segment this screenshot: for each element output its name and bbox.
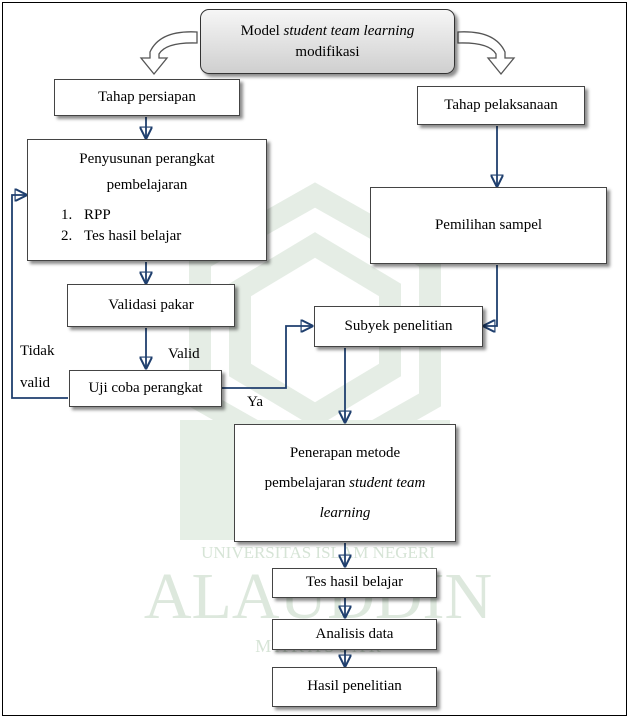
node-analisis-data-label: Analisis data <box>315 625 394 642</box>
node-tahap-persiapan-label: Tahap persiapan <box>98 88 196 105</box>
arrow-ya <box>222 326 312 389</box>
node-penerapan-line2-italic: student team <box>349 475 426 491</box>
node-model-text: Model <box>240 22 284 39</box>
node-model: Model student team learning modifikasi <box>200 9 455 74</box>
node-model-line2: modifikasi <box>295 43 360 60</box>
node-penyusunan-title1: Penyusunan perangkat <box>79 151 215 167</box>
node-penerapan-line1: Penerapan metode <box>289 445 401 461</box>
node-subyek-penelitian: Subyek penelitian <box>314 306 483 347</box>
node-penyusunan-list: RPP Tes hasil belajar <box>28 205 266 249</box>
node-subyek-penelitian-label: Subyek penelitian <box>344 317 453 334</box>
edge-label-valid: Valid <box>168 346 200 362</box>
arrow-pemilihan-subyek <box>484 265 498 326</box>
node-pemilihan-sampel: Pemilihan sampel <box>370 187 607 264</box>
node-tes-hasil-belajar-label: Tes hasil belajar <box>305 574 404 591</box>
list-item: RPP <box>76 205 266 227</box>
node-model-italic: student team learning <box>283 22 415 39</box>
node-validasi-pakar-label: Validasi pakar <box>108 296 194 313</box>
node-hasil-penelitian-label: Hasil penelitian <box>307 678 402 695</box>
curved-arrow-left-icon <box>139 31 198 76</box>
node-penerapan-line3: learning <box>319 505 371 521</box>
node-pemilihan-sampel-label: Pemilihan sampel <box>434 216 543 233</box>
node-hasil-penelitian: Hasil penelitian <box>272 667 437 707</box>
node-penerapan: Penerapan metode pembelajaran student te… <box>234 424 456 542</box>
node-uji-coba: Uji coba perangkat <box>69 370 222 407</box>
curved-arrow-right-icon <box>457 31 516 76</box>
node-tahap-pelaksanaan-label: Tahap pelaksanaan <box>444 96 558 113</box>
node-analisis-data: Analisis data <box>272 619 437 650</box>
watermark-line1: UNIVERSITAS ISLAM NEGERI <box>201 543 435 562</box>
node-tahap-pelaksanaan: Tahap pelaksanaan <box>417 86 585 125</box>
node-penerapan-line2: pembelajaran <box>264 475 350 491</box>
edge-label-ya: Ya <box>247 394 263 410</box>
list-item: Tes hasil belajar <box>76 226 266 248</box>
node-tahap-persiapan: Tahap persiapan <box>54 79 240 116</box>
edge-label-tidak: Tidak <box>20 343 55 359</box>
node-penyusunan-title2: pembelajaran <box>106 177 188 194</box>
arrow-tidak-valid <box>11 195 68 399</box>
node-penyusunan: Penyusunan perangkat pembelajaran RPP Te… <box>27 139 267 261</box>
node-uji-coba-label: Uji coba perangkat <box>88 379 203 396</box>
node-validasi-pakar: Validasi pakar <box>67 284 235 327</box>
edge-label-valid-left: valid <box>20 375 50 391</box>
node-tes-hasil-belajar: Tes hasil belajar <box>272 568 437 598</box>
